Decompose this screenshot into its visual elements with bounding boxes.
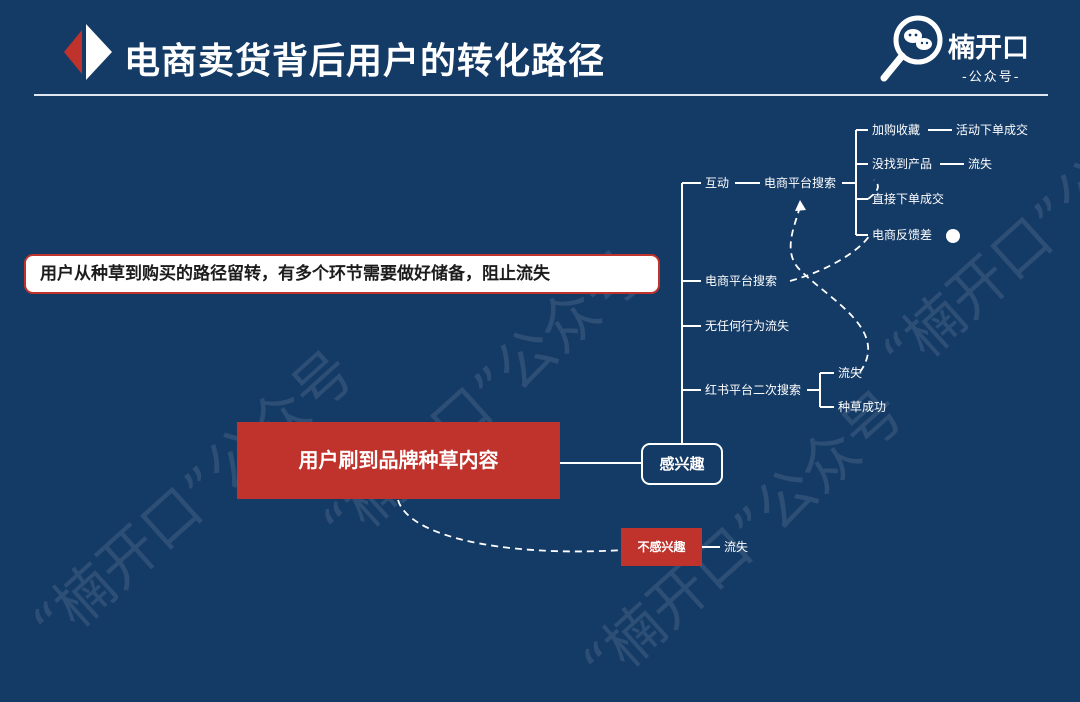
outcome-cart-next: 活动下单成交: [956, 123, 1029, 137]
logo-subtitle: -公众号-: [962, 70, 1021, 85]
logo-name: 楠开口: [948, 33, 1029, 64]
branch-platform-search: 电商平台搜索: [705, 274, 778, 288]
not-interested-result: 流失: [724, 540, 749, 554]
not-interested-node: 不感兴趣: [621, 528, 702, 566]
outcome-not-found: 没找到产品: [872, 157, 933, 171]
slide: “楠开口”公众号 “楠开口”公众号 “楠开口”公众号 “楠开口”公众号 电商卖货…: [19, 15, 1080, 700]
branch-xhs-search: 红书平台二次搜索: [705, 383, 802, 397]
branch-no-action: 无任何行为流失: [705, 319, 790, 333]
title-divider: [34, 94, 1048, 96]
xhs-success: 种草成功: [838, 400, 887, 414]
outcome-not-found-next: 流失: [968, 157, 993, 171]
root-node: 用户刷到品牌种草内容: [237, 422, 560, 499]
magnifier-chat-logo-icon: [880, 15, 943, 82]
connector-lines: [397, 129, 964, 553]
outcome-cart: 加购收藏: [872, 123, 921, 137]
branch-interact-search: 电商平台搜索: [764, 176, 837, 190]
outcome-feedback: 电商反馈差: [872, 228, 933, 242]
outcome-direct: 直接下单成交: [872, 192, 945, 206]
title-marker-icon: [64, 24, 112, 80]
interested-node: 感兴趣: [641, 443, 723, 485]
branch-interact: 互动: [705, 176, 730, 190]
page-title: 电商卖货背后用户的转化路径: [124, 41, 606, 82]
xhs-lost: 流失: [838, 366, 863, 380]
summary-callout: 用户从种草到购买的路径留转，有多个环节需要做好储备，阻止流失: [24, 254, 660, 294]
